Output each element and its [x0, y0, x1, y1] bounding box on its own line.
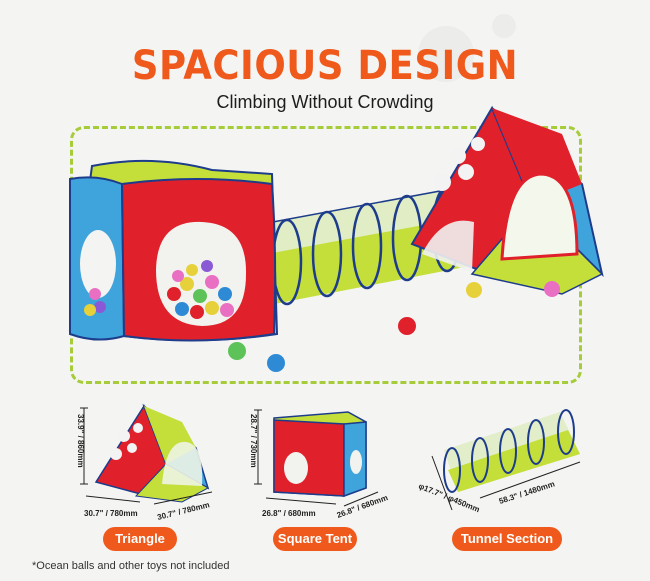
decorative-circle [418, 26, 474, 82]
tunnel-length-label: 58.3" / 1480mm [498, 479, 556, 506]
triangle-panel: 33.9" / 860mm 30.7" / 780mm 30.7" / 780m… [66, 392, 246, 524]
square-tent-panel: 28.7" / 730mm 26.8" / 680mm 26.8" / 680m… [238, 392, 418, 524]
square-width-right-label: 26.8" / 680mm [336, 493, 389, 520]
square-width-left-label: 26.8" / 680mm [262, 509, 316, 518]
square-tent-label: Square Tent [273, 527, 357, 551]
square-tent [68, 159, 279, 342]
triangle-width-left-label: 30.7" / 780mm [84, 509, 138, 518]
tunnel-diagram: φ17.7" / φ450mm 58.3" / 1480mm [418, 409, 581, 514]
ball [228, 342, 246, 360]
triangle-diagram: 33.9" / 860mm 30.7" / 780mm 30.7" / 780m… [76, 403, 213, 522]
page-title: SPACIOUS DESIGN [131, 42, 519, 89]
ball [267, 354, 285, 372]
ball [466, 282, 482, 298]
triangle-tent [410, 105, 604, 295]
ball [544, 281, 560, 297]
triangle-height-label: 33.9" / 860mm [76, 414, 85, 468]
decorative-circle [492, 14, 516, 38]
square-height-label: 28.7" / 730mm [249, 414, 258, 468]
square-tent-diagram: 28.7" / 730mm 26.8" / 680mm 26.8" / 680m… [249, 409, 389, 520]
triangle-width-right-label: 30.7" / 780mm [156, 500, 210, 522]
tunnel-section-label: Tunnel Section [452, 527, 562, 551]
tunnel [261, 185, 480, 306]
footnote: *Ocean balls and other toys not included [32, 560, 230, 572]
tunnel-panel: φ17.7" / φ450mm 58.3" / 1480mm [418, 392, 598, 524]
hero-tent-illustration [68, 105, 604, 372]
ball [398, 317, 416, 335]
page-subtitle: Climbing Without Crowding [216, 92, 434, 112]
triangle-label: Triangle [103, 527, 177, 551]
